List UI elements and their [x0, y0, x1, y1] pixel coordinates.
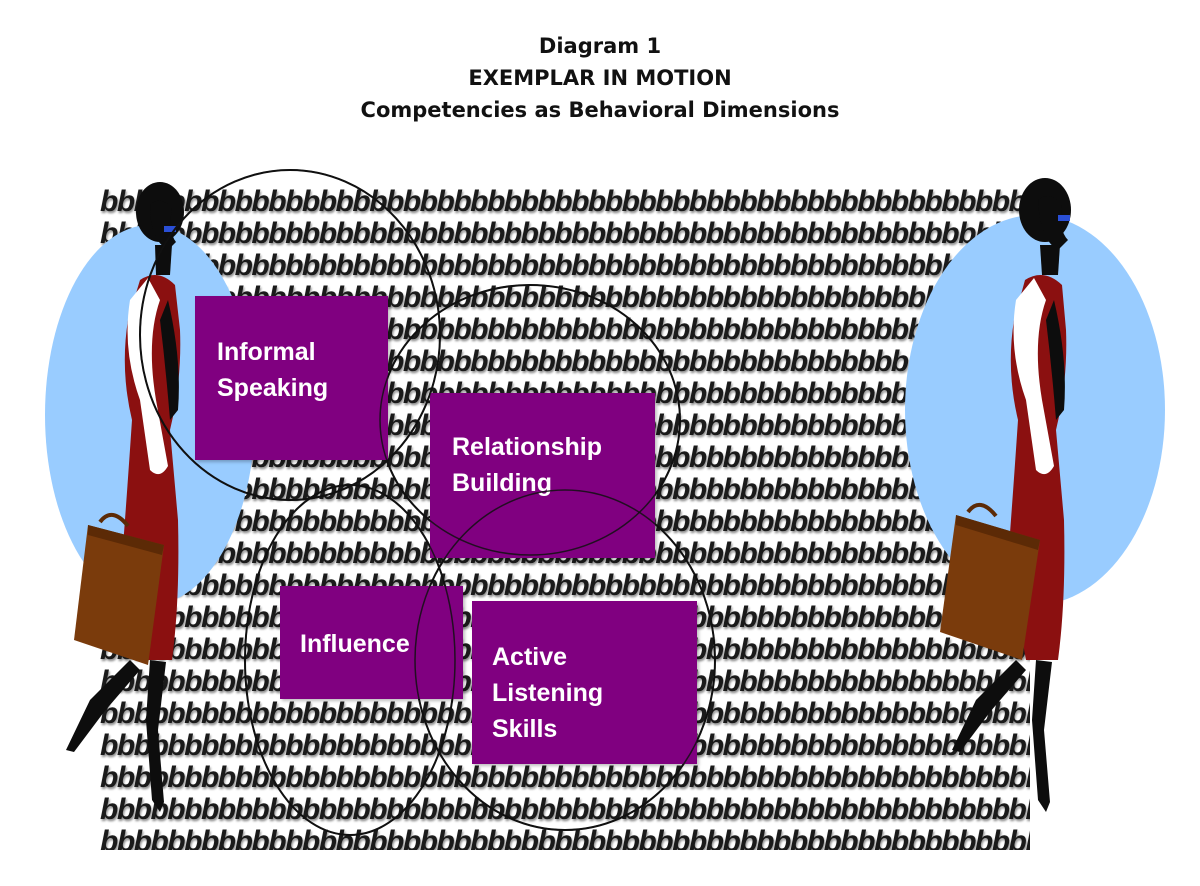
competency-label: Listening	[492, 679, 604, 707]
right-businesswoman-icon	[940, 178, 1071, 812]
competency-box-informal-speaking: Informal Speaking	[195, 296, 388, 460]
competency-label: Informal	[217, 338, 316, 366]
diagram-number: Diagram 1	[538, 34, 662, 58]
competency-label: Speaking	[217, 374, 329, 402]
competency-label: Relationship	[452, 433, 603, 461]
diagram-title-block: Diagram 1 EXEMPLAR IN MOTION Competencie…	[0, 30, 1200, 126]
competency-label: Active	[492, 643, 568, 671]
diagram-subtitle: Competencies as Behavioral Dimensions	[360, 98, 840, 122]
competency-label: Influence	[300, 630, 410, 658]
competency-box-active-listening-skills: Active Listening Skills	[472, 601, 697, 764]
competency-box-relationship-building: Relationship Building	[430, 393, 655, 558]
competency-box-influence: Influence	[280, 586, 463, 699]
diagram-title: EXEMPLAR IN MOTION	[468, 66, 732, 90]
competency-label: Building	[452, 469, 552, 497]
competency-label: Skills	[492, 715, 558, 743]
